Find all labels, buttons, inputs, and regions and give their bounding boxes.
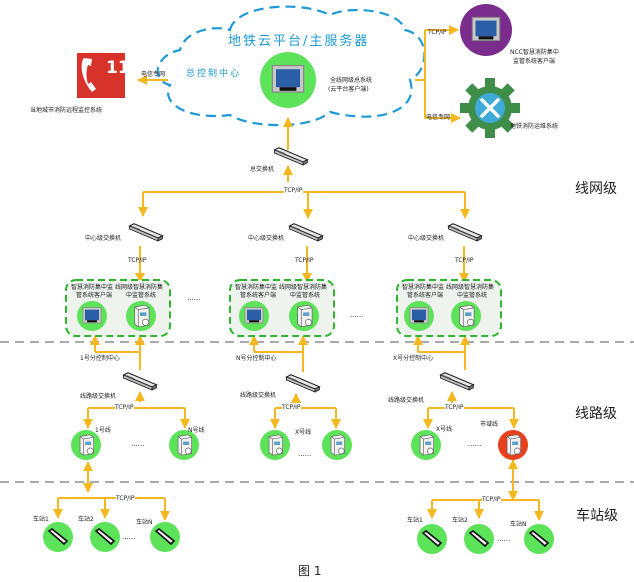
figure-caption: 图 1 (298, 564, 322, 578)
client-label-1: 智慧消防集中监 (402, 284, 445, 291)
station-label: 车站N (136, 519, 153, 526)
monitor-icon (409, 307, 429, 324)
center-switch-label: 中心级交换机 (248, 235, 285, 242)
line-switch-label: 线路级交换机 (388, 397, 425, 404)
station-label: 车站2 (78, 516, 94, 523)
ellipsis: ...... (187, 294, 201, 302)
server-icon (506, 434, 522, 456)
line-node-label: 1号线 (95, 427, 111, 434)
station-tcpip-label: TCP/IP (482, 495, 501, 504)
line-node-label: N号线 (188, 427, 205, 434)
line-switch-icon (122, 372, 158, 391)
line-switch-label: 线路级交换机 (240, 392, 277, 399)
telecom-link-label-left: 电信专网 (141, 71, 166, 78)
line-switch-label: 线路级交换机 (80, 393, 117, 400)
server-icon (79, 434, 95, 456)
ellipsis: ...... (131, 440, 145, 448)
master-switch-icon (273, 147, 309, 166)
cloud-shape (156, 5, 426, 127)
station-label: 车站N (510, 521, 527, 528)
line-node-label: X号线 (436, 426, 453, 433)
level-network-label: 线网级 (575, 181, 617, 197)
server-icon (134, 304, 150, 328)
line-tcpip-label: TCP/IP (445, 403, 464, 412)
monitor-icon (82, 307, 102, 324)
center-switch-icon (288, 223, 324, 242)
center-switch-icon (128, 223, 164, 242)
monitor-icon (271, 64, 305, 93)
ncc-label-2: 监管系统客户端 (513, 58, 556, 65)
sub-control-center-label: N号分控制中心 (236, 355, 277, 362)
cloud-title: 地铁云平台/主服务器 (228, 34, 370, 49)
level-line-label: 线路级 (575, 406, 617, 422)
level-station-label: 车站级 (576, 508, 618, 524)
control-center-label: 总控制中心 (186, 69, 242, 79)
server-icon (419, 434, 435, 456)
center-tcpip-label: TCP/IP (295, 257, 314, 264)
station-label: 车站2 (452, 517, 468, 524)
server-label-2: 中监管系统 (457, 292, 488, 299)
server-icon (297, 304, 313, 328)
line-node-label: 市域线 (480, 421, 499, 428)
client-label-2: 管系统客户端 (76, 292, 113, 299)
server-icon (330, 434, 346, 456)
server-icon (459, 304, 475, 328)
line-tcpip-label: TCP/IP (115, 403, 134, 412)
main-system-label-1: 全线网级总系统 (330, 77, 373, 84)
server-label-1: 线网级智慧消防集 (279, 284, 328, 291)
center-tcpip-label: TCP/IP (128, 257, 147, 264)
line-switch-icon (285, 374, 321, 393)
center-switch-label: 中心级交换机 (85, 235, 122, 242)
maintenance-gear-icon (460, 78, 520, 138)
client-label-2: 管系统客户端 (407, 292, 444, 299)
station-tcpip-label: TCP/IP (116, 494, 135, 503)
server-icon (177, 434, 193, 456)
client-label-1: 智慧消防集中监 (235, 284, 278, 291)
center-switch-label: 中心级交换机 (408, 235, 445, 242)
server-icon (268, 434, 284, 456)
ncc-label-1: NCC智慧消防集中 (510, 49, 559, 56)
ellipsis: ...... (468, 440, 482, 448)
client-label-2: 管系统客户端 (240, 292, 277, 299)
station-label: 车站1 (407, 517, 423, 524)
center-switch-icon (447, 223, 483, 242)
monitor-icon (471, 16, 501, 42)
client-label-1: 智慧消防集中监 (71, 284, 114, 291)
tcpip-link-label-top: TCP/IP (428, 29, 447, 36)
server-label-2: 中监管系统 (126, 292, 157, 299)
ellipsis: ...... (122, 533, 136, 541)
telecom-link-label-right: 电信专网 (426, 114, 451, 121)
center-tcpip-label: TCP/IP (455, 257, 474, 264)
sub-control-center-label: 1号分控制中心 (80, 355, 120, 362)
line-switch-icon (439, 372, 475, 391)
fire-119-icon (77, 53, 125, 98)
station-label: 车站1 (33, 516, 49, 523)
line-node-label: X号线 (295, 429, 312, 436)
server-label-1: 线网级智慧消防集 (446, 284, 495, 291)
ellipsis: ...... (298, 450, 312, 458)
monitor-icon (244, 307, 264, 324)
fire-monitor-system-label: 当地城市消防远程监控系统 (30, 107, 103, 114)
master-switch-label: 总交换机 (250, 166, 275, 173)
core-tcpip-label: TCP/IP (284, 186, 303, 195)
ellipsis: ...... (497, 535, 511, 543)
ellipsis: ...... (350, 311, 364, 319)
server-label-2: 中监管系统 (290, 292, 321, 299)
line-tcpip-label: TCP/IP (282, 403, 301, 412)
fire-119-text: 119 (106, 58, 142, 78)
main-system-label-2: (云平台客户端) (328, 86, 369, 93)
maintenance-system-label: 地铁消防运维系统 (510, 123, 559, 130)
server-label-1: 线网级智慧消防集 (115, 284, 164, 291)
sub-control-center-label: X号分控制中心 (393, 355, 434, 362)
